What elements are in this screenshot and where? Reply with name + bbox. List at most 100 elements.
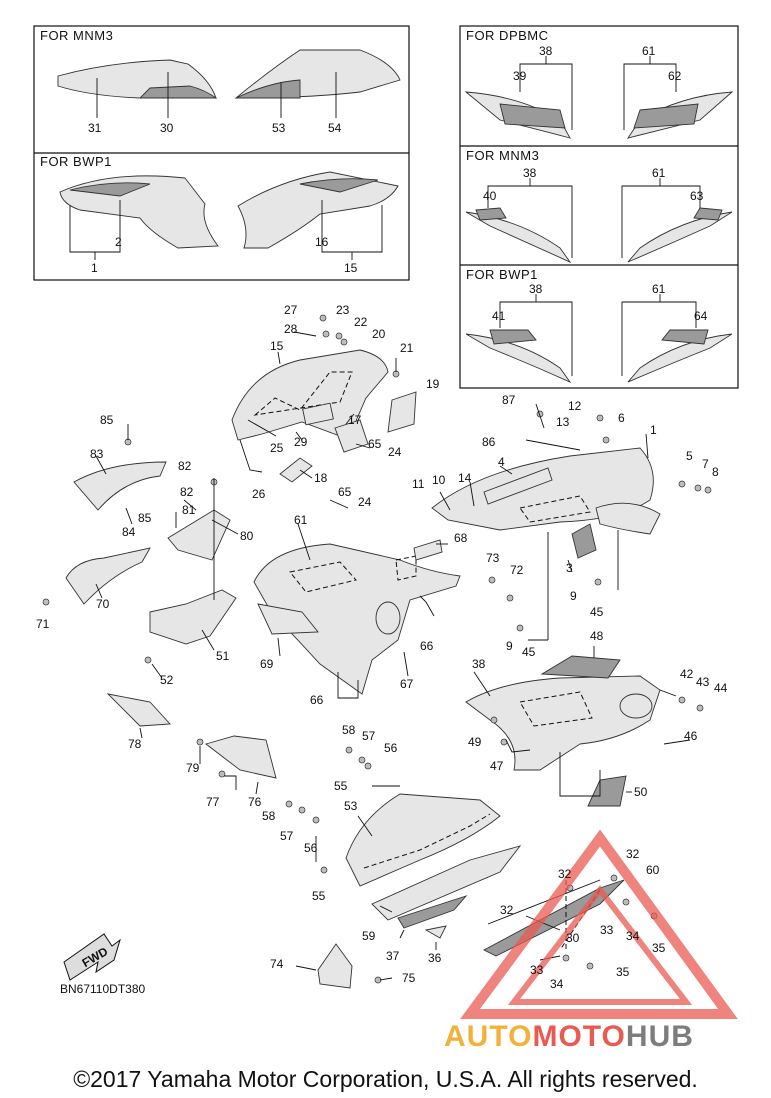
callout-16: 16 bbox=[315, 235, 329, 249]
callout-5: 5 bbox=[686, 449, 693, 463]
callout-67: 67 bbox=[400, 677, 414, 691]
callout-6: 6 bbox=[618, 411, 625, 425]
callout-51: 51 bbox=[216, 649, 230, 663]
part-78 bbox=[106, 693, 171, 727]
callout-59: 59 bbox=[362, 929, 376, 943]
callout-64: 64 bbox=[694, 309, 708, 323]
variant-title-bwp1: FOR BWP1 bbox=[40, 154, 112, 169]
callout-38: 38 bbox=[539, 44, 553, 58]
diagram-code: BN67110DT380 bbox=[60, 982, 146, 996]
exploded-view bbox=[42, 314, 712, 989]
callout-35: 35 bbox=[652, 941, 666, 955]
callout-35-b: 35 bbox=[616, 965, 630, 979]
callout-61-c: 61 bbox=[652, 282, 666, 296]
callout-54: 54 bbox=[328, 121, 342, 135]
callout-55-b: 55 bbox=[312, 889, 326, 903]
callout-82-b: 82 bbox=[180, 485, 194, 499]
watermark-text: AUTOMOTOHUB bbox=[444, 1020, 694, 1054]
variant-title-dpbmc: FOR DPBMC bbox=[466, 28, 549, 43]
callout-28: 28 bbox=[284, 322, 298, 336]
callout-38-b: 38 bbox=[523, 166, 537, 180]
callout-53-b: 53 bbox=[344, 799, 358, 813]
callout-78: 78 bbox=[128, 737, 142, 751]
callout-52: 52 bbox=[160, 673, 174, 687]
part-50 bbox=[587, 775, 627, 807]
callout-56-b: 56 bbox=[304, 841, 318, 855]
callout-85-b: 85 bbox=[138, 511, 152, 525]
variant-box-right: FOR DPBMC FOR MNM3 FOR BWP1 38 39 61 62 … bbox=[459, 25, 739, 389]
callout-12: 12 bbox=[568, 399, 582, 413]
callout-labels: 27 23 22 28 20 15 21 19 29 25 17 65 24 2… bbox=[36, 303, 728, 991]
callout-71: 71 bbox=[36, 617, 50, 631]
callout-25: 25 bbox=[270, 441, 284, 455]
part-15-cowl bbox=[231, 349, 389, 441]
callout-32: 32 bbox=[558, 867, 572, 881]
callout-47: 47 bbox=[490, 759, 504, 773]
callout-24: 24 bbox=[388, 445, 402, 459]
callout-11: 11 bbox=[412, 477, 425, 491]
part-74 bbox=[317, 943, 353, 989]
callout-7: 7 bbox=[702, 457, 709, 471]
watermark-part-1: AUTO bbox=[444, 1020, 533, 1053]
callout-43: 43 bbox=[696, 675, 710, 689]
fwd-arrow: FWD bbox=[63, 933, 121, 981]
callout-10: 10 bbox=[432, 473, 446, 487]
callout-57-b: 57 bbox=[280, 829, 294, 843]
part-53-lower bbox=[345, 793, 501, 887]
callout-8: 8 bbox=[712, 465, 719, 479]
callout-32-c: 32 bbox=[500, 903, 514, 917]
callout-14: 14 bbox=[458, 471, 472, 485]
callout-66-b: 66 bbox=[310, 693, 324, 707]
callout-15-b: 15 bbox=[270, 339, 284, 353]
part-19 bbox=[387, 391, 417, 433]
callout-50: 50 bbox=[634, 785, 648, 799]
part-59 bbox=[371, 845, 522, 921]
part-80 bbox=[167, 509, 231, 561]
part-83 bbox=[73, 461, 167, 511]
part-48 bbox=[540, 655, 621, 679]
callout-61: 61 bbox=[642, 44, 656, 58]
part-18 bbox=[279, 457, 313, 483]
callout-42: 42 bbox=[680, 667, 694, 681]
part-70 bbox=[65, 547, 151, 605]
callout-3: 3 bbox=[566, 561, 573, 575]
part-38-cowl bbox=[465, 675, 661, 771]
callout-65: 65 bbox=[368, 437, 382, 451]
callout-20: 20 bbox=[372, 327, 386, 341]
callout-15: 15 bbox=[344, 261, 358, 275]
callout-33-b: 33 bbox=[530, 963, 544, 977]
callout-33: 33 bbox=[600, 923, 614, 937]
callout-34: 34 bbox=[626, 929, 640, 943]
callout-19: 19 bbox=[426, 377, 440, 391]
callout-60: 60 bbox=[646, 863, 660, 877]
callout-80: 80 bbox=[240, 529, 254, 543]
callout-81: 81 bbox=[182, 503, 196, 517]
callout-72: 72 bbox=[510, 563, 524, 577]
part-3 bbox=[571, 523, 597, 559]
callout-45-b: 45 bbox=[522, 645, 536, 659]
part-4 bbox=[483, 467, 553, 505]
callout-30: 30 bbox=[160, 121, 174, 135]
callout-32-b: 32 bbox=[626, 847, 640, 861]
callout-53: 53 bbox=[272, 121, 286, 135]
callout-26: 26 bbox=[252, 487, 266, 501]
copyright-notice: ©2017 Yamaha Motor Corporation, U.S.A. A… bbox=[73, 1066, 698, 1092]
variant-title-mnm3-2: FOR MNM3 bbox=[466, 148, 539, 163]
callout-44: 44 bbox=[714, 681, 728, 695]
upper-cowl-right bbox=[237, 171, 399, 249]
part-37 bbox=[397, 895, 468, 929]
callout-65-b: 65 bbox=[338, 485, 352, 499]
callout-85: 85 bbox=[100, 413, 114, 427]
callout-21: 21 bbox=[400, 341, 414, 355]
part-69 bbox=[257, 603, 319, 635]
callout-34-b: 34 bbox=[550, 977, 564, 991]
callout-69: 69 bbox=[260, 657, 274, 671]
part-30-strip bbox=[483, 879, 625, 957]
callout-40: 40 bbox=[483, 189, 497, 203]
part-51 bbox=[149, 589, 237, 645]
callout-74: 74 bbox=[270, 957, 284, 971]
watermark-logo-icon bbox=[460, 829, 738, 1019]
callout-36: 36 bbox=[428, 951, 442, 965]
callout-22: 22 bbox=[354, 315, 368, 329]
